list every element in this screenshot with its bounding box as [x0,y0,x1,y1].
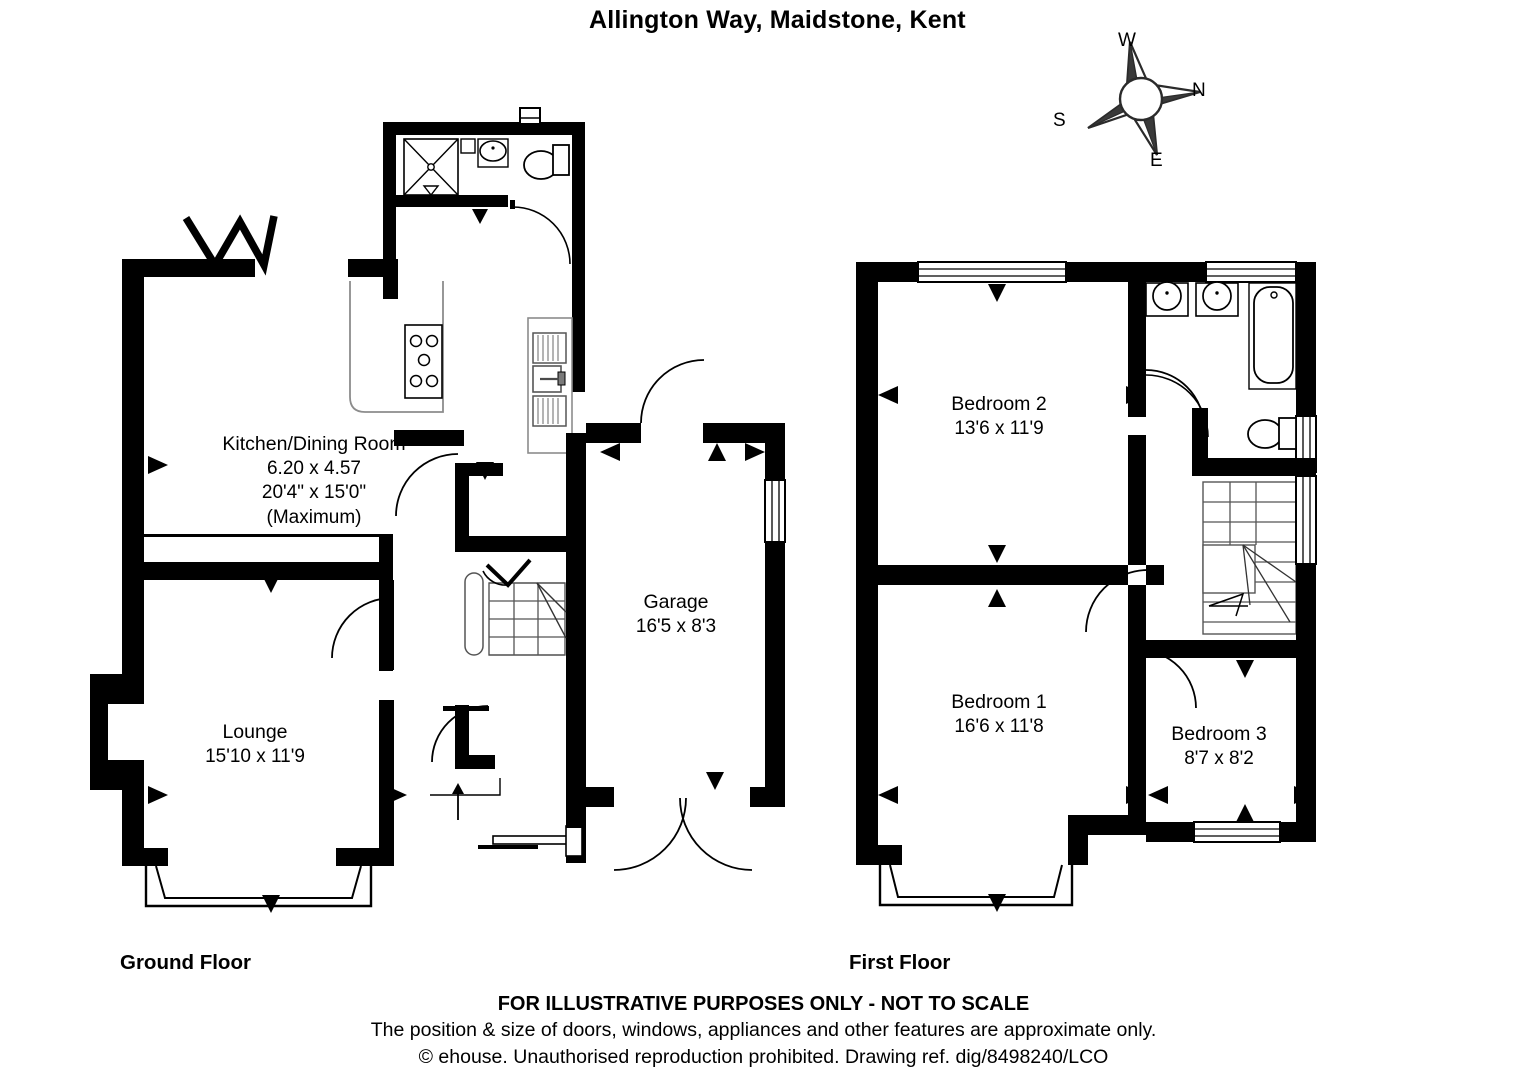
window-marker [148,456,168,474]
room-label-bedroom-2: Bedroom 2 13'6 x 11'9 [951,392,1046,441]
gf-lounge-divider [144,534,393,580]
ff-landing-stairs [1146,475,1317,642]
room-name-lounge: Lounge [222,721,288,743]
ground-floor-plan [90,107,786,913]
floor-label-first: First Floor [849,951,951,974]
compass-label-e: E [1150,150,1163,171]
compass-rose [1087,41,1201,156]
room-name-bedroom-1: Bedroom 1 [951,691,1047,713]
room-name-bedroom-2: Bedroom 2 [951,393,1047,415]
footer-disclaimer-headline: FOR ILLUSTRATIVE PURPOSES ONLY - NOT TO … [497,993,1030,1015]
ff-bedroom1 [856,565,1149,912]
room-name-garage: Garage [643,591,709,613]
room-note-kitchen-dining: (Maximum) [266,506,362,528]
room-label-bedroom-1: Bedroom 1 16'6 x 11'8 [951,690,1046,739]
gf-garage [586,359,786,871]
gf-hall-stairs [394,430,586,863]
room-label-bedroom-3: Bedroom 3 8'7 x 8'2 [1171,722,1266,771]
room-name-bedroom-3: Bedroom 3 [1171,723,1267,745]
room-dim-imperial-kitchen-dining: 20'4" x 15'0" [261,482,367,504]
ff-bathroom [1145,261,1317,476]
compass-label-s: S [1053,110,1066,131]
compass-label-n: N [1192,80,1206,101]
room-label-lounge: Lounge 15'10 x 11'9 [205,720,305,769]
room-dim-bedroom-2: 13'6 x 11'9 [954,417,1044,439]
gf-lounge-walls [90,564,407,913]
room-dim-metric-kitchen-dining: 6.20 x 4.57 [266,457,362,479]
room-dim-lounge: 15'10 x 11'9 [205,745,305,767]
room-name-kitchen-dining: Kitchen/Dining Room [222,433,406,455]
footer-copyright: © ehouse. Unauthorised reproduction proh… [418,1046,1109,1068]
compass-label-w: W [1118,30,1136,51]
gf-kitchen-walls [122,214,398,564]
room-dim-garage: 16'5 x 8'3 [635,615,717,637]
room-dim-bedroom-1: 16'6 x 11'8 [954,715,1044,737]
ff-bedroom2 [856,261,1205,607]
floor-label-ground: Ground Floor [120,951,251,974]
first-floor-plan [856,261,1317,912]
room-label-kitchen-dining: Kitchen/Dining Room 6.20 x 4.57 20'4" x … [222,432,405,530]
page-title: Allington Way, Maidstone, Kent [589,6,966,34]
footer-disclaimer-detail: The position & size of doors, windows, a… [370,1019,1157,1041]
gf-kitchen-fittings [349,281,573,454]
room-dim-bedroom-3: 8'7 x 8'2 [1184,747,1254,769]
gf-wc-block [383,107,585,392]
ff-bedroom3 [1137,640,1316,843]
room-label-garage: Garage 16'5 x 8'3 [636,590,716,639]
